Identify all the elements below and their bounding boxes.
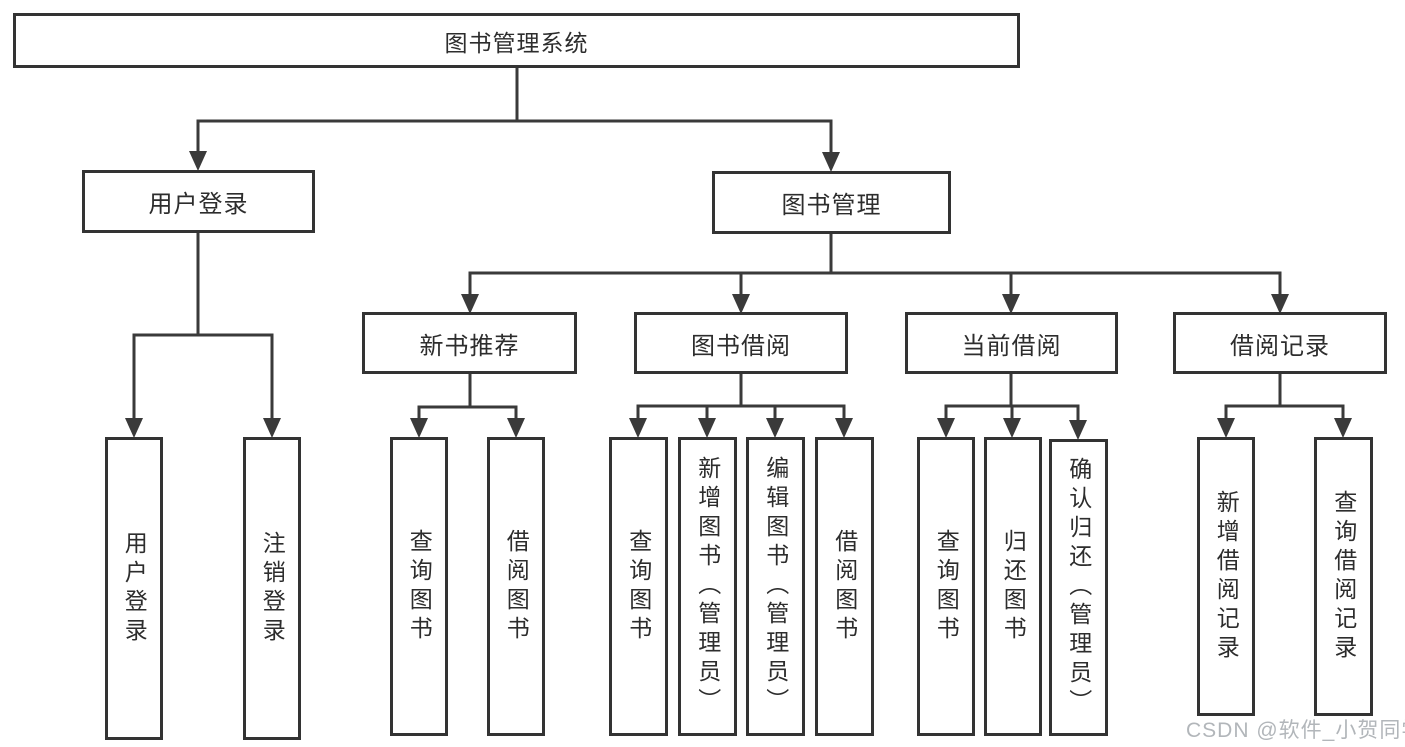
connector-book-borrow-to-leaves xyxy=(629,374,853,438)
node-current-borrow: 当前借阅 xyxy=(905,312,1118,374)
connector-new-book-rec-to-leaves xyxy=(410,374,525,438)
leaf-query-books-3: 查询图书 xyxy=(917,437,975,736)
leaf-user-login: 用户登录 xyxy=(105,437,163,740)
connector-book-management-to-level3 xyxy=(461,234,1289,314)
leaf-confirm-return-admin: 确认归还（管理员） xyxy=(1049,439,1108,736)
leaf-borrow-books-1-label: 借阅图书 xyxy=(503,528,530,645)
leaf-add-books-admin-label: 新增图书（管理员） xyxy=(694,456,721,717)
connector-user-login-to-leaves xyxy=(125,233,281,438)
node-book-management: 图书管理 xyxy=(712,171,951,234)
leaf-add-books-admin: 新增图书（管理员） xyxy=(678,437,737,736)
leaf-edit-books-admin: 编辑图书（管理员） xyxy=(746,437,805,736)
node-new-book-recommend: 新书推荐 xyxy=(362,312,577,374)
connector-borrow-records-to-leaves xyxy=(1217,374,1352,438)
csdn-watermark: CSDN @软件_小贺同学 xyxy=(1186,719,1405,742)
node-borrow-records-label: 借阅记录 xyxy=(1230,332,1330,360)
leaf-query-books-3-label: 查询图书 xyxy=(933,528,960,645)
leaf-add-borrow-record-label: 新增借阅记录 xyxy=(1213,489,1240,664)
leaf-query-books-1-label: 查询图书 xyxy=(406,528,433,645)
leaf-logout-label: 注销登录 xyxy=(259,530,286,647)
leaf-edit-books-admin-label: 编辑图书（管理员） xyxy=(762,456,789,717)
node-book-management-label: 图书管理 xyxy=(781,192,882,219)
leaf-query-books-2: 查询图书 xyxy=(609,437,668,736)
connector-current-borrow-to-leaves xyxy=(937,374,1087,440)
leaf-confirm-return-admin-label: 确认归还（管理员） xyxy=(1065,457,1092,718)
leaf-borrow-books-2: 借阅图书 xyxy=(815,437,874,736)
node-user-login: 用户登录 xyxy=(82,170,315,233)
leaf-logout: 注销登录 xyxy=(243,437,301,740)
leaf-return-books: 归还图书 xyxy=(984,437,1042,736)
node-root-label: 图书管理系统 xyxy=(444,29,589,56)
leaf-borrow-books-1: 借阅图书 xyxy=(487,437,545,736)
node-book-borrow: 图书借阅 xyxy=(634,312,848,374)
node-new-book-recommend-label: 新书推荐 xyxy=(419,332,520,360)
node-current-borrow-label: 当前借阅 xyxy=(961,332,1062,360)
node-book-borrow-label: 图书借阅 xyxy=(691,332,791,360)
leaf-borrow-books-2-label: 借阅图书 xyxy=(831,528,858,645)
leaf-user-login-label: 用户登录 xyxy=(121,530,148,647)
leaf-add-borrow-record: 新增借阅记录 xyxy=(1197,437,1255,716)
leaf-query-borrow-record: 查询借阅记录 xyxy=(1314,437,1373,716)
connector-root-to-level2 xyxy=(189,68,840,172)
leaf-return-books-label: 归还图书 xyxy=(1000,528,1027,645)
leaf-query-books-2-label: 查询图书 xyxy=(625,528,652,645)
leaf-query-borrow-record-label: 查询借阅记录 xyxy=(1330,489,1357,664)
node-root: 图书管理系统 xyxy=(13,13,1020,68)
node-borrow-records: 借阅记录 xyxy=(1173,312,1387,374)
node-user-login-label: 用户登录 xyxy=(148,191,249,218)
leaf-query-books-1: 查询图书 xyxy=(390,437,448,736)
